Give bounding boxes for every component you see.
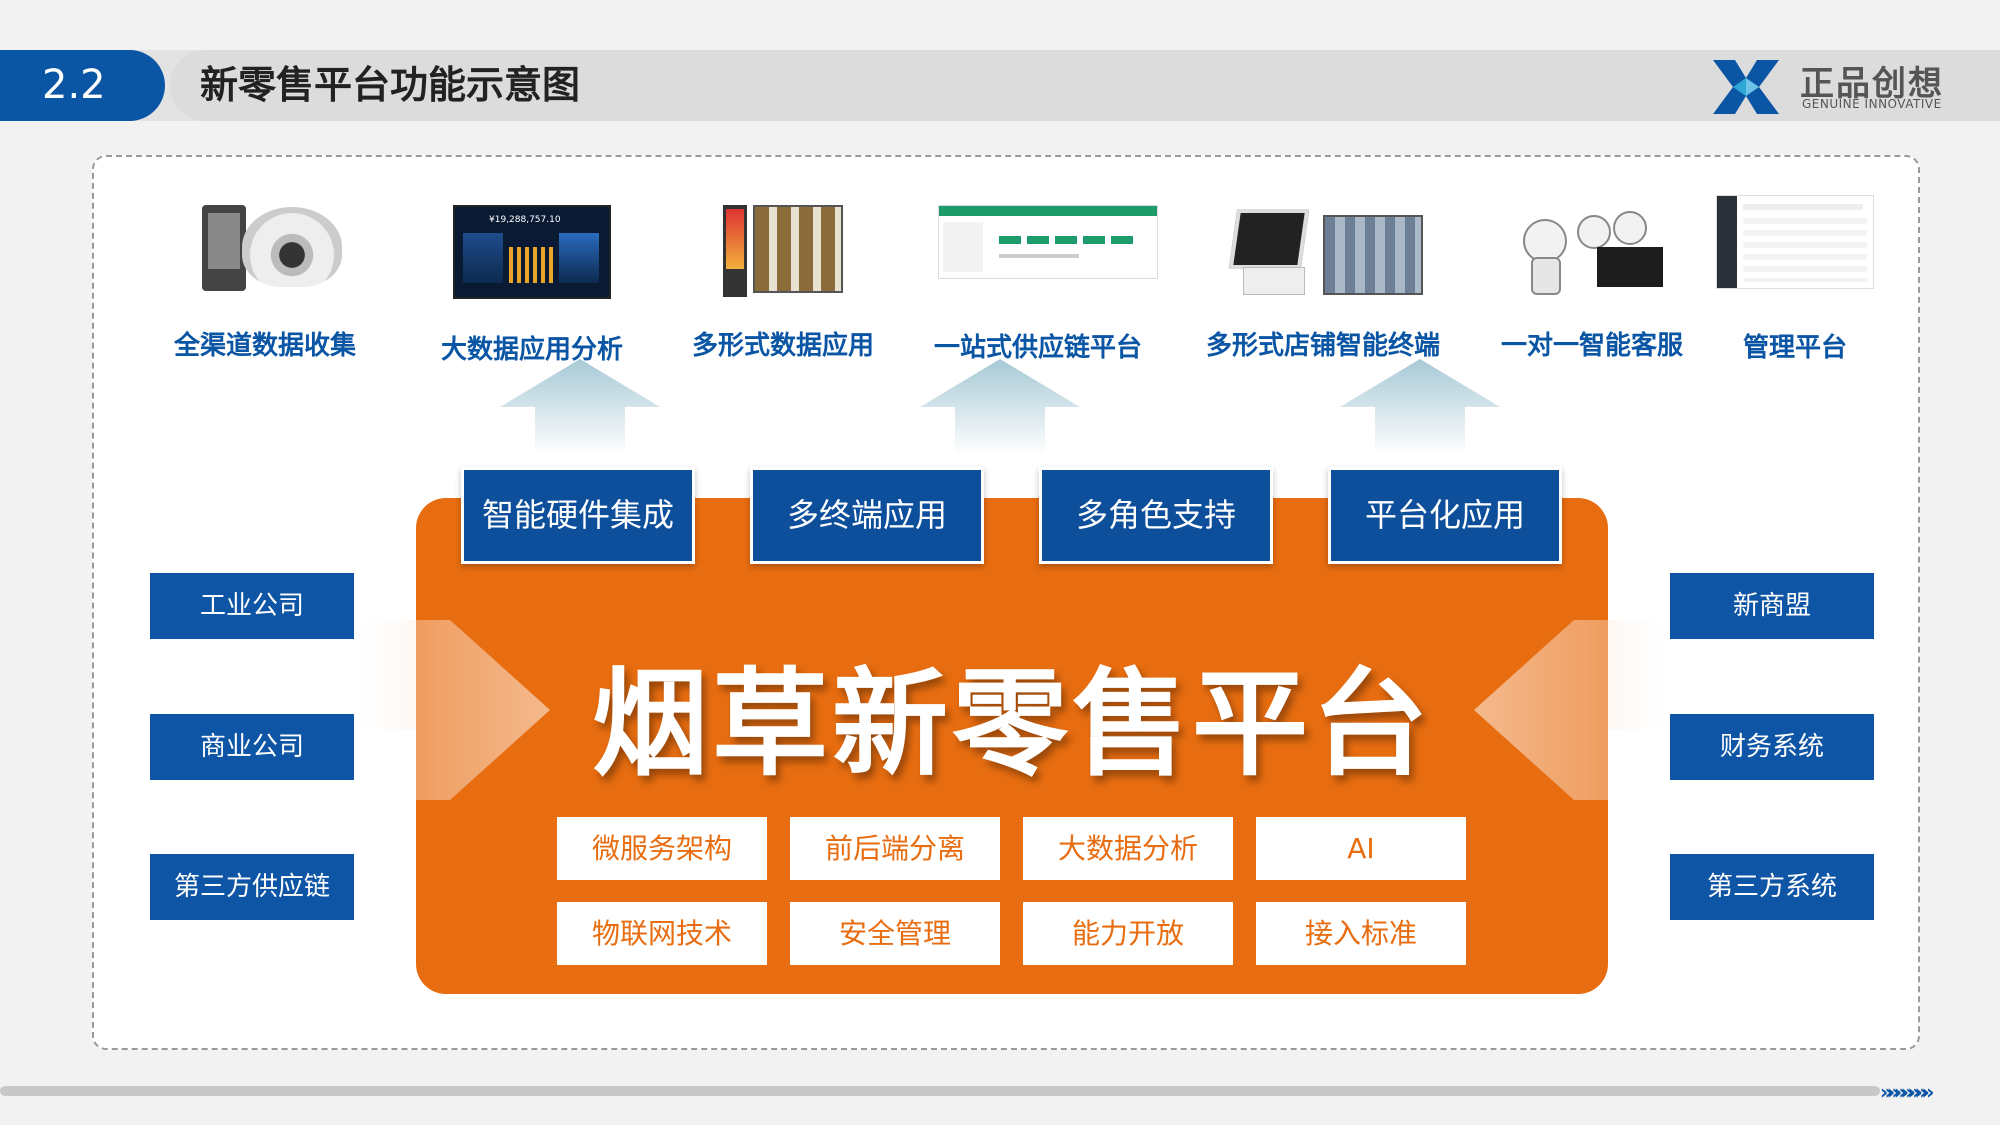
feature-multiform-data: 多形式数据应用 (663, 205, 903, 362)
capability-tab: 多角色支持 (1039, 467, 1273, 564)
source-box-right: 新商盟 (1670, 573, 1874, 639)
platform-title: 烟草新零售平台 (592, 657, 1432, 792)
capability-tab: 多终端应用 (750, 467, 984, 564)
source-box-left: 商业公司 (150, 714, 354, 780)
logo-text: 正品创想 (1800, 64, 1944, 104)
tech-item: AI (1256, 817, 1466, 880)
tech-item: 前后端分离 (790, 817, 1000, 880)
pos-terminal-icon (1223, 205, 1423, 299)
feature-supply-chain: 一站式供应链平台 (918, 205, 1158, 364)
digital-signage-icon (723, 205, 843, 297)
camera-kiosk-icon (180, 205, 350, 305)
capability-tab: 智能硬件集成 (461, 467, 695, 564)
dashboard-screen-icon: ¥19,288,757.10 (453, 205, 611, 299)
logo-subtext: GENUINE INNOVATIVE (1802, 97, 1942, 111)
logo-mark-icon (1713, 60, 1779, 114)
source-box-left: 工业公司 (150, 573, 354, 639)
header-title-bar (170, 50, 2000, 121)
page-title: 新零售平台功能示意图 (200, 63, 581, 107)
platform-right-arrow-icon (416, 620, 550, 800)
tech-item: 大数据分析 (1023, 817, 1233, 880)
source-box-right: 第三方系统 (1670, 854, 1874, 920)
up-arrow-icon (500, 359, 660, 455)
feature-smart-terminal: 多形式店铺智能终端 (1203, 205, 1443, 362)
web-platform-icon (938, 205, 1158, 279)
up-arrow-icon (920, 359, 1080, 455)
source-box-left: 第三方供应链 (150, 854, 354, 920)
section-number: 2.2 (0, 50, 165, 121)
platform-left-arrow-icon (1474, 620, 1608, 800)
tech-item: 能力开放 (1023, 902, 1233, 965)
tech-item: 微服务架构 (557, 817, 767, 880)
chevrons-icon: »»»»»»» (1880, 1080, 1935, 1104)
tech-item: 安全管理 (790, 902, 1000, 965)
tech-item: 接入标准 (1256, 902, 1466, 965)
up-arrow-icon (1340, 359, 1500, 455)
feature-admin-platform: 管理平台 (1675, 195, 1915, 364)
tech-item: 物联网技术 (557, 902, 767, 965)
robot-service-icon (1517, 205, 1667, 295)
feature-omnichannel-data: 全渠道数据收集 (145, 205, 385, 362)
bottom-progress-bar (0, 1086, 1880, 1096)
admin-panel-icon (1716, 195, 1874, 289)
feature-bigdata-analysis: ¥19,288,757.10 大数据应用分析 (412, 205, 652, 366)
source-box-right: 财务系统 (1670, 714, 1874, 780)
capability-tab: 平台化应用 (1328, 467, 1562, 564)
feature-smart-service: 一对一智能客服 (1472, 205, 1712, 362)
